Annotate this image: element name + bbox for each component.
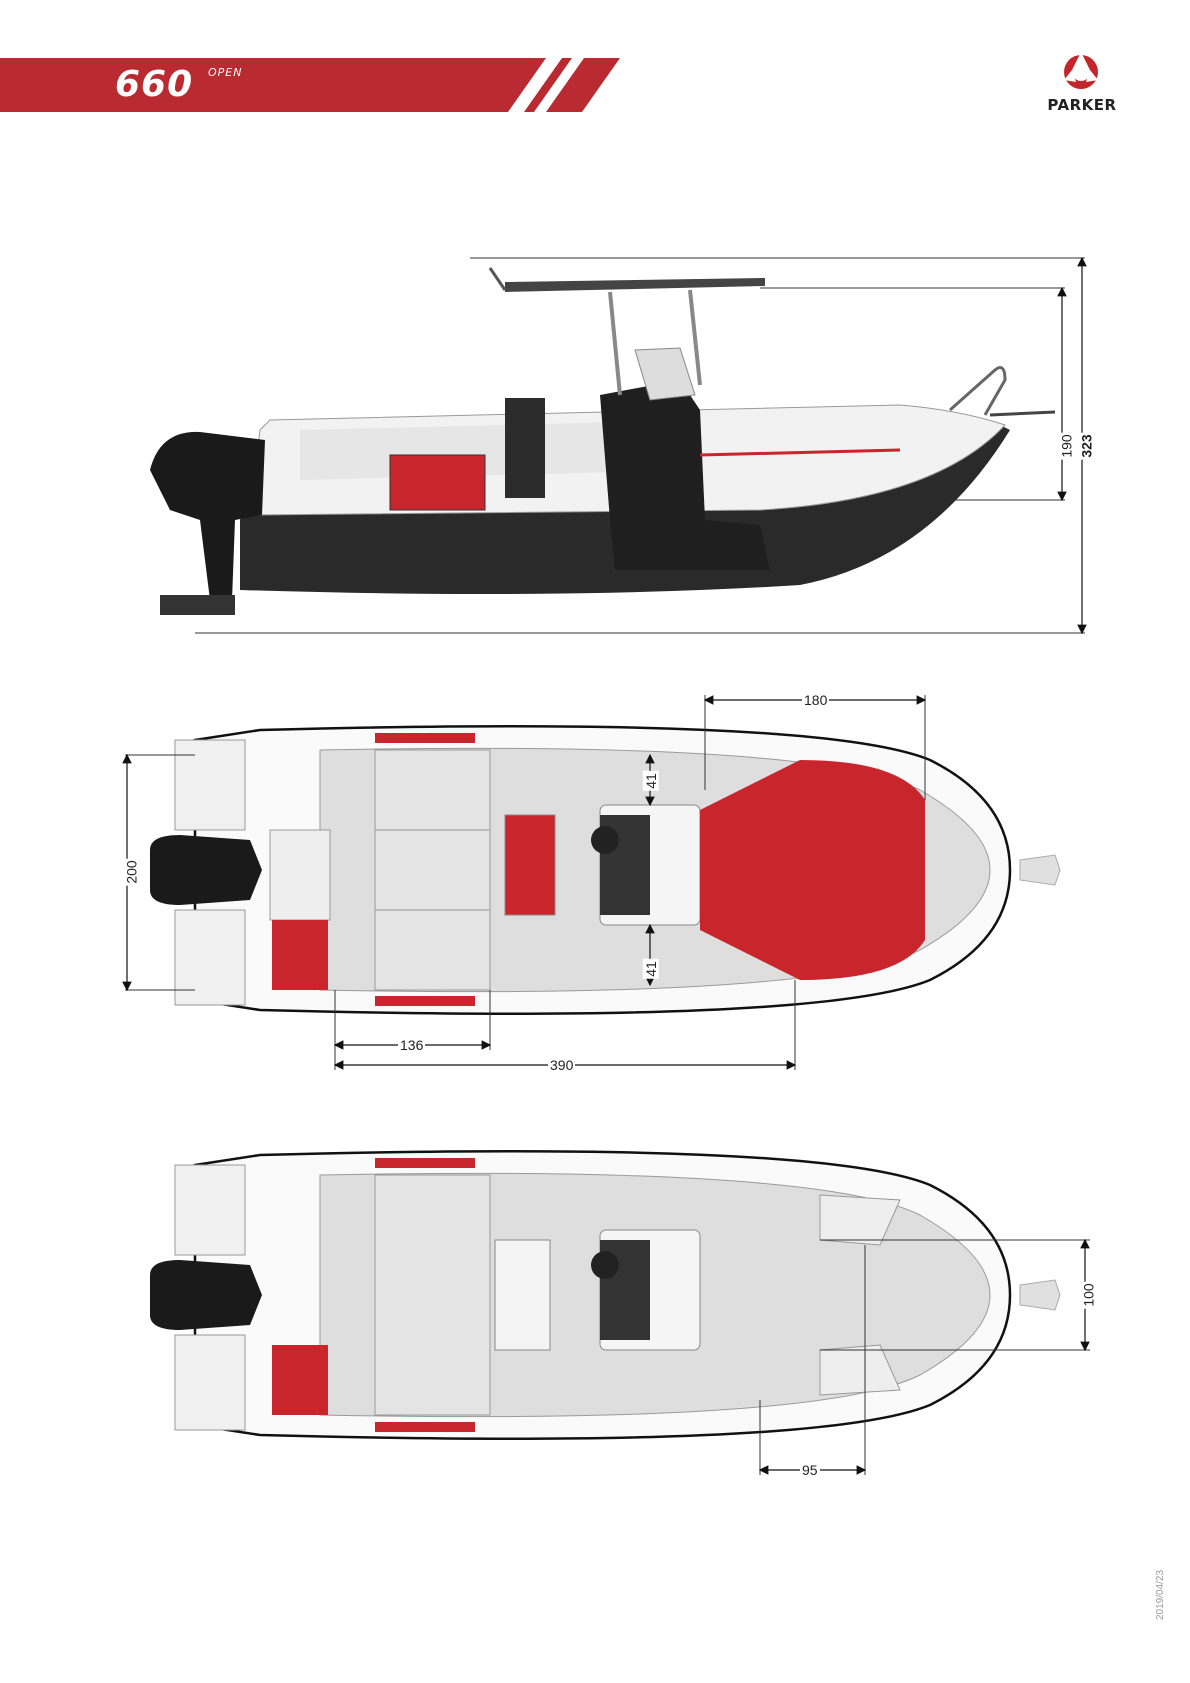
dim-bow-width: 100 <box>1080 1281 1097 1309</box>
deck-plan-seating <box>122 695 1061 1070</box>
dim-cockpit-length: 390 <box>548 1057 576 1073</box>
outboard-motor-icon <box>150 431 265 615</box>
side-view <box>150 256 1087 635</box>
dim-bow-depth: 95 <box>800 1462 820 1478</box>
dim-hull-height: 190 <box>1058 432 1075 460</box>
dim-aft-section: 136 <box>398 1037 426 1053</box>
outboard-motor-icon <box>150 1260 262 1330</box>
brand-name: PARKER <box>1047 96 1117 114</box>
dim-side-passage-starboard: 41 <box>642 959 659 979</box>
dim-air-draft: 323 <box>1078 432 1095 460</box>
dim-beam: 200 <box>123 858 140 886</box>
parker-logo-icon <box>1064 52 1098 89</box>
model-version: OPEN <box>208 66 243 79</box>
model-name: 660 <box>115 64 194 105</box>
document-date: 2019/04/23 <box>1155 1569 1166 1620</box>
dim-bow-section: 180 <box>802 692 830 708</box>
header-banner <box>0 58 620 112</box>
outboard-motor-icon <box>150 835 262 905</box>
dim-side-passage-port: 41 <box>642 771 659 791</box>
deck-plan-open <box>150 1150 1090 1475</box>
